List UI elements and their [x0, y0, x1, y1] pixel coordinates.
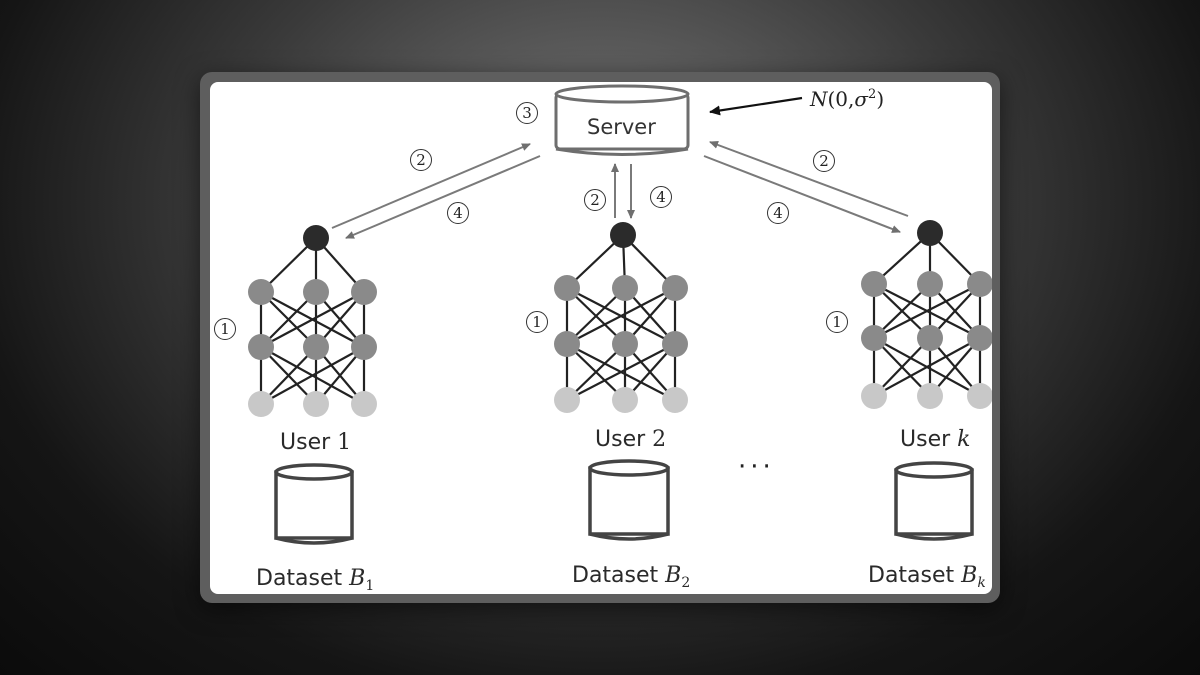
arrow-server-to-user1 [345, 155, 541, 239]
network-edge [260, 291, 365, 348]
arrow-userk-to-server [709, 141, 909, 217]
input-node [248, 391, 274, 417]
user-1-label: User 1 [280, 432, 351, 454]
hidden-node [967, 325, 992, 351]
input-node [917, 383, 943, 409]
hidden-node [303, 279, 329, 305]
user-1-id: 1 [337, 430, 352, 455]
step-2-marker-user2: 2 [584, 189, 606, 211]
dataset-1-symbol: B [349, 566, 366, 591]
input-node [303, 391, 329, 417]
user-2-word: User [595, 427, 646, 452]
arrow-user1-to-server [331, 143, 531, 229]
hidden-node [917, 271, 943, 297]
hidden-node [662, 331, 688, 357]
input-node [351, 391, 377, 417]
step-3-marker: 3 [516, 102, 538, 124]
server-database-icon [554, 84, 690, 156]
network-edge [873, 337, 981, 397]
hidden-node [662, 275, 688, 301]
user-k-word: User [900, 427, 951, 452]
hidden-node [554, 331, 580, 357]
output-node [303, 225, 329, 251]
network-edge [566, 343, 626, 401]
user-networks [248, 220, 992, 417]
dataset-k-symbol: B [961, 563, 978, 588]
network-edge [873, 283, 981, 339]
dataset-icon-user-2 [588, 459, 670, 541]
input-node [612, 387, 638, 413]
hidden-node [248, 334, 274, 360]
neural-network-user-1 [248, 225, 377, 417]
server-label: Server [587, 115, 656, 139]
dataset-2-label: Dataset B2 [572, 563, 691, 591]
user-2-id: 2 [652, 427, 667, 452]
hidden-node [917, 325, 943, 351]
hidden-node [861, 271, 887, 297]
noise-label: N(0,σ2) [810, 88, 884, 109]
dataset-2-word: Dataset [572, 563, 659, 588]
input-node [967, 383, 992, 409]
user-k-label: User k [900, 429, 971, 451]
output-node [917, 220, 943, 246]
noise-power: 2 [868, 87, 877, 102]
dataset-icon-user-1 [274, 463, 354, 545]
figure-card: Server N(0,σ2) 3 2 4 2 4 2 4 1 1 1 User … [210, 82, 992, 594]
step-4-marker-user2: 4 [650, 186, 672, 208]
noise-close: ) [876, 87, 885, 111]
step-1-marker-user1: 1 [214, 318, 236, 340]
step-4-marker-user1: 4 [447, 202, 469, 224]
dataset-k-word: Dataset [868, 563, 955, 588]
dataset-2-symbol: B [665, 563, 682, 588]
hidden-node [303, 334, 329, 360]
user-1-word: User [280, 430, 331, 455]
step-2-marker-userk: 2 [813, 150, 835, 172]
communication-arrows [331, 141, 909, 239]
hidden-node [612, 331, 638, 357]
step-4-marker-userk: 4 [767, 202, 789, 224]
hidden-node [351, 279, 377, 305]
input-node [554, 387, 580, 413]
output-node [610, 222, 636, 248]
federated-learning-diagram [248, 84, 992, 545]
neural-network-user-2 [554, 222, 688, 413]
hidden-node [612, 275, 638, 301]
hidden-node [248, 279, 274, 305]
hidden-node [861, 325, 887, 351]
dataset-1-word: Dataset [256, 566, 343, 591]
network-edge [566, 343, 676, 401]
dataset-k-label: Dataset Bk [868, 563, 986, 591]
network-edge [260, 346, 317, 405]
step-2-marker-user1: 2 [410, 149, 432, 171]
network-edge [566, 287, 676, 345]
noise-sigma: σ [854, 87, 869, 111]
user-2-label: User 2 [595, 429, 666, 451]
input-node [861, 383, 887, 409]
user-k-id: k [957, 427, 971, 452]
noise-symbol: N [810, 87, 828, 111]
hidden-node [967, 271, 992, 297]
network-edge [873, 337, 931, 397]
hidden-node [554, 275, 580, 301]
input-node [662, 387, 688, 413]
arrow-server-to-userk [703, 155, 901, 233]
ellipsis: ··· [738, 452, 775, 482]
dataset-icon-user-k [894, 461, 974, 541]
step-1-marker-user2: 1 [526, 311, 548, 333]
dataset-k-sub: k [977, 575, 986, 591]
dataset-1-sub: 1 [365, 578, 375, 594]
neural-network-user-3 [861, 220, 992, 409]
dataset-1-label: Dataset B1 [256, 566, 375, 594]
noise-arrow [709, 96, 803, 116]
step-1-marker-userk: 1 [826, 311, 848, 333]
network-edge [260, 346, 365, 405]
network-edge [566, 287, 626, 345]
hidden-node [351, 334, 377, 360]
noise-args: (0, [827, 87, 855, 111]
dataset-2-sub: 2 [681, 575, 691, 591]
